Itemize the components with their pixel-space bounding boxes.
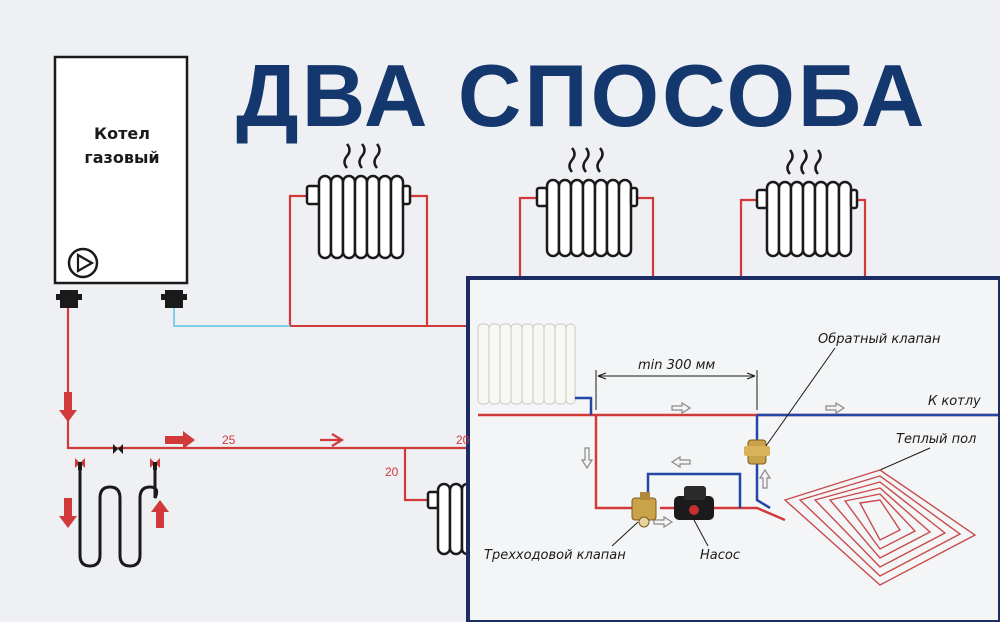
three-way-valve-icon [631, 492, 657, 528]
coil-valves [75, 444, 160, 470]
boiler-label: Котел газовый [56, 122, 188, 170]
to-boiler-label: К котлу [928, 394, 981, 409]
pipe-size-label: 20 [456, 433, 470, 447]
radiator-1 [305, 143, 412, 260]
warm-floor-label: Теплый пол [896, 432, 977, 447]
inset-flow-arrows [580, 401, 846, 529]
check-valve-icon [744, 439, 770, 465]
distance-label: min 300 мм [638, 358, 716, 373]
pipe-size-label: 20 [385, 465, 399, 479]
pump-icon [67, 247, 99, 279]
radiator-4 [426, 482, 474, 556]
pipe-size-label: 25 [222, 433, 236, 447]
inset-radiator [477, 323, 576, 405]
three-way-valve-leader [611, 521, 639, 547]
boiler-label-line1: Котел [94, 124, 150, 143]
return-pipe [173, 308, 470, 327]
check-valve-leader [765, 347, 836, 447]
page-title: ДВА СПОСОБА [236, 46, 928, 145]
three-way-valve-label: Трехходовой клапан [484, 548, 626, 563]
check-valve-label: Обратный клапан [818, 332, 941, 347]
warm-floor-coil [783, 469, 977, 586]
boiler-body [53, 55, 189, 285]
radiator-3 [755, 149, 859, 258]
boiler-valve-left [56, 290, 82, 308]
inset-pump-icon [674, 486, 714, 520]
radiator-2 [535, 147, 639, 258]
warm-floor-leader [879, 447, 931, 471]
boiler-label-line2: газовый [84, 148, 160, 167]
distance-dimension [595, 370, 758, 410]
flow-arrows [59, 392, 345, 528]
inset-return-pipe [575, 396, 998, 510]
pump-label: Насос [700, 548, 740, 563]
heating-coil [78, 462, 159, 568]
boiler-valve-right [161, 290, 187, 308]
supply-pipe [66, 194, 867, 502]
pump-leader [693, 519, 709, 547]
